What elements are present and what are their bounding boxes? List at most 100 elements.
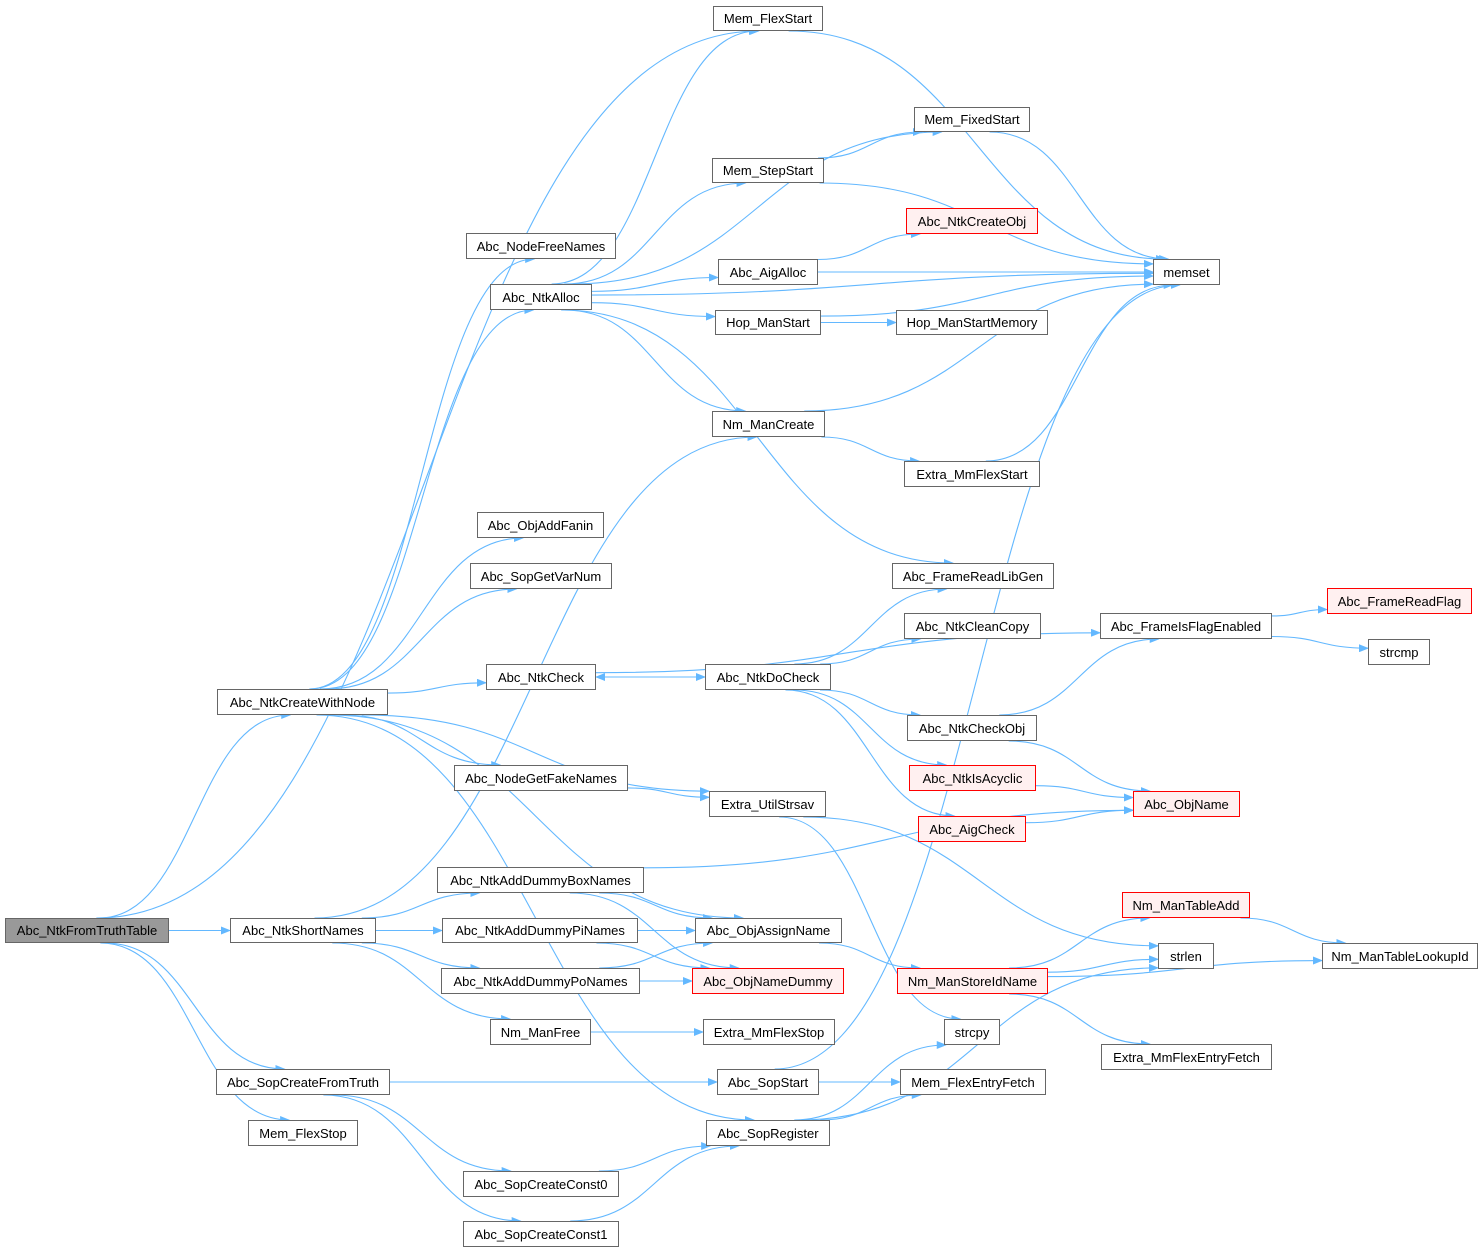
edge-extra-util-strsav-to-strcpy	[779, 816, 962, 1023]
edge-abc-sop-create-const0-to-abc-sop-register	[598, 1142, 712, 1172]
edge-abc-ntk-create-with-node-to-abc-ntk-check	[387, 678, 487, 694]
edge-abc-ntk-create-with-node-to-abc-sop-register	[316, 714, 755, 1124]
node-abc-ntk-alloc[interactable]: Abc_NtkAlloc	[490, 284, 592, 310]
node-abc-ntk-add-dummy-box-names[interactable]: Abc_NtkAddDummyBoxNames	[437, 867, 644, 893]
edge-abc-sop-register-to-mem-flex-entry-fetch	[820, 1091, 922, 1121]
edge-abc-aig-check-to-abc-obj-name	[1025, 806, 1134, 824]
node-abc-ntk-add-dummy-pi-names[interactable]: Abc_NtkAddDummyPiNames	[442, 918, 638, 943]
node-abc-ntk-clean-copy[interactable]: Abc_NtkCleanCopy	[904, 613, 1041, 639]
node-abc-ntk-from-truth-table[interactable]: Abc_NtkFromTruthTable	[5, 918, 169, 943]
edge-extra-util-strsav-to-strlen	[803, 816, 1159, 950]
node-abc-node-get-fake-names[interactable]: Abc_NodeGetFakeNames	[454, 765, 628, 791]
edge-nm-man-store-id-name-to-strlen	[1047, 955, 1159, 973]
node-abc-ntk-create-obj[interactable]: Abc_NtkCreateObj	[906, 208, 1038, 234]
node-hop-man-start[interactable]: Hop_ManStart	[715, 310, 821, 335]
edge-abc-ntk-short-names-to-abc-ntk-add-dummy-box-names	[361, 889, 481, 919]
edge-abc-frame-is-flag-enabled-to-strcmp	[1271, 635, 1369, 653]
node-abc-aig-alloc[interactable]: Abc_AigAlloc	[718, 259, 818, 285]
edge-abc-ntk-short-names-to-nm-man-free	[332, 942, 512, 1023]
edge-abc-ntk-from-truth-table-to-abc-sop-create-from-truth	[104, 942, 286, 1073]
edge-abc-sop-create-from-truth-to-abc-sop-create-const1	[323, 1094, 522, 1225]
edge-hop-man-start-to-memset	[820, 272, 1154, 317]
edge-abc-ntk-is-acyclic-to-abc-obj-name	[1035, 785, 1134, 802]
node-mem-fixed-start[interactable]: Mem_FixedStart	[914, 107, 1030, 132]
node-abc-ntk-short-names[interactable]: Abc_NtkShortNames	[230, 918, 376, 943]
node-memset[interactable]: memset	[1153, 259, 1220, 285]
node-abc-sop-create-const1[interactable]: Abc_SopCreateConst1	[463, 1221, 619, 1247]
edge-extra-mm-flex-start-to-memset	[985, 281, 1174, 462]
edge-abc-ntk-create-with-node-to-abc-node-free-names	[309, 255, 536, 690]
edge-abc-ntk-create-with-node-to-abc-ntk-alloc	[310, 306, 535, 690]
node-nm-man-free[interactable]: Nm_ManFree	[490, 1019, 591, 1045]
node-abc-ntk-create-with-node[interactable]: Abc_NtkCreateWithNode	[217, 689, 388, 715]
node-mem-flex-start[interactable]: Mem_FlexStart	[713, 6, 823, 31]
node-abc-frame-is-flag-enabled[interactable]: Abc_FrameIsFlagEnabled	[1100, 613, 1272, 639]
edge-nm-man-store-id-name-to-nm-man-table-add	[1009, 914, 1151, 969]
edge-abc-ntk-alloc-to-nm-man-create	[564, 309, 747, 415]
edge-mem-step-start-to-mem-fixed-start	[817, 128, 923, 159]
node-abc-ntk-check-obj[interactable]: Abc_NtkCheckObj	[907, 715, 1037, 741]
node-abc-node-free-names[interactable]: Abc_NodeFreeNames	[466, 233, 616, 259]
edge-nm-man-create-to-memset	[804, 280, 1154, 412]
node-extra-mm-flex-entry-fetch[interactable]: Extra_MmFlexEntryFetch	[1101, 1044, 1272, 1070]
edge-mem-flex-start-to-memset	[788, 30, 1167, 263]
node-hop-man-start-memory[interactable]: Hop_ManStartMemory	[896, 310, 1048, 335]
node-nm-man-create[interactable]: Nm_ManCreate	[712, 411, 825, 437]
edge-abc-ntk-create-with-node-to-abc-sop-get-var-num	[327, 585, 518, 690]
edge-abc-ntk-from-truth-table-to-mem-flex-start	[96, 27, 760, 919]
node-extra-mm-flex-stop[interactable]: Extra_MmFlexStop	[703, 1019, 835, 1045]
node-abc-sop-create-from-truth[interactable]: Abc_SopCreateFromTruth	[216, 1069, 390, 1095]
node-nm-man-table-add[interactable]: Nm_ManTableAdd	[1122, 892, 1250, 918]
edge-abc-sop-create-from-truth-to-abc-sop-create-const0	[333, 1094, 512, 1175]
edge-abc-ntk-create-with-node-to-extra-util-strsav	[361, 714, 710, 796]
edge-abc-ntk-do-check-to-abc-aig-check	[785, 689, 956, 820]
node-strcpy[interactable]: strcpy	[944, 1019, 1000, 1045]
edge-abc-ntk-do-check-to-abc-ntk-clean-copy	[820, 635, 922, 665]
edge-abc-ntk-do-check-to-abc-ntk-check-obj	[819, 689, 921, 719]
node-abc-obj-add-fanin[interactable]: Abc_ObjAddFanin	[477, 512, 604, 538]
node-strcmp[interactable]: strcmp	[1368, 639, 1430, 665]
node-abc-frame-read-flag[interactable]: Abc_FrameReadFlag	[1327, 588, 1472, 614]
node-extra-mm-flex-start[interactable]: Extra_MmFlexStart	[904, 461, 1040, 487]
edge-abc-ntk-alloc-to-mem-fixed-start	[572, 128, 943, 285]
edge-abc-obj-assign-name-to-nm-man-store-id-name	[818, 942, 921, 972]
edge-abc-ntk-create-with-node-to-abc-obj-assign-name	[329, 714, 745, 922]
node-mem-flex-entry-fetch[interactable]: Mem_FlexEntryFetch	[900, 1069, 1046, 1095]
node-abc-aig-check[interactable]: Abc_AigCheck	[918, 816, 1026, 842]
node-abc-sop-create-const0[interactable]: Abc_SopCreateConst0	[463, 1171, 619, 1197]
node-mem-step-start[interactable]: Mem_StepStart	[712, 158, 824, 183]
node-abc-ntk-check[interactable]: Abc_NtkCheck	[486, 664, 596, 690]
node-extra-util-strsav[interactable]: Extra_UtilStrsav	[709, 791, 826, 817]
node-abc-obj-name-dummy[interactable]: Abc_ObjNameDummy	[692, 968, 844, 994]
edge-abc-ntk-add-dummy-po-names-to-abc-obj-assign-name	[599, 939, 714, 969]
edge-abc-sop-create-const1-to-abc-sop-register	[570, 1142, 740, 1222]
node-strlen[interactable]: strlen	[1158, 943, 1214, 969]
edge-abc-ntk-from-truth-table-to-mem-flex-stop	[100, 942, 291, 1124]
node-abc-ntk-add-dummy-po-names[interactable]: Abc_NtkAddDummyPoNames	[441, 968, 640, 994]
edge-abc-ntk-alloc-to-mem-flex-start	[551, 27, 759, 285]
edge-abc-ntk-alloc-to-memset	[591, 269, 1154, 296]
edge-nm-man-table-add-to-nm-man-table-lookup-id	[1240, 917, 1347, 947]
node-abc-frame-read-lib-gen[interactable]: Abc_FrameReadLibGen	[892, 563, 1054, 589]
edge-abc-aig-alloc-to-abc-ntk-create-obj	[817, 230, 921, 261]
edge-abc-sop-register-to-strcpy	[794, 1041, 947, 1121]
node-nm-man-store-id-name[interactable]: Nm_ManStoreIdName	[897, 968, 1048, 994]
edge-abc-ntk-short-names-to-abc-ntk-add-dummy-po-names	[361, 942, 481, 972]
edge-abc-node-get-fake-names-to-extra-util-strsav	[627, 787, 710, 802]
edge-abc-ntk-from-truth-table-to-abc-ntk-create-with-node	[98, 711, 292, 919]
node-abc-obj-name[interactable]: Abc_ObjName	[1133, 791, 1240, 817]
edge-abc-ntk-create-with-node-to-abc-obj-add-fanin	[319, 534, 525, 690]
edge-abc-ntk-alloc-to-abc-aig-alloc	[591, 273, 719, 292]
edge-abc-ntk-add-dummy-box-names-to-abc-obj-assign-name	[599, 892, 714, 922]
node-abc-obj-assign-name[interactable]: Abc_ObjAssignName	[695, 918, 842, 943]
edge-nm-man-create-to-extra-mm-flex-start	[821, 436, 921, 465]
node-abc-sop-get-var-num[interactable]: Abc_SopGetVarNum	[470, 563, 612, 589]
edge-mem-fixed-start-to-memset	[989, 131, 1170, 263]
node-abc-sop-register[interactable]: Abc_SopRegister	[706, 1120, 830, 1146]
node-abc-ntk-do-check[interactable]: Abc_NtkDoCheck	[705, 664, 831, 690]
node-abc-sop-start[interactable]: Abc_SopStart	[717, 1069, 819, 1095]
edge-abc-ntk-do-check-to-abc-ntk-is-acyclic	[794, 689, 948, 769]
node-abc-ntk-is-acyclic[interactable]: Abc_NtkIsAcyclic	[909, 765, 1036, 791]
node-nm-man-table-lookup-id[interactable]: Nm_ManTableLookupId	[1322, 943, 1478, 969]
node-mem-flex-stop[interactable]: Mem_FlexStop	[248, 1120, 358, 1146]
